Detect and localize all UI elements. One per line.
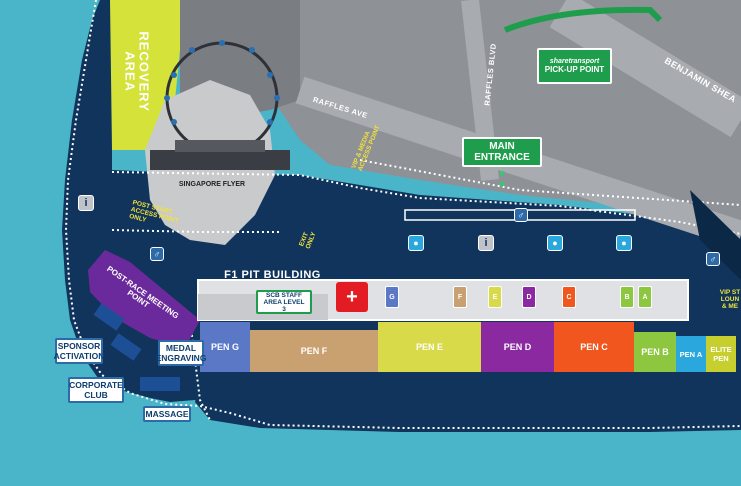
- singapore-flyer-label: SINGAPORE FLYER: [178, 181, 246, 188]
- vip-lounge-partial-label: VIP ST LOUN & ME: [719, 289, 741, 310]
- post-race-meeting-area: [88, 250, 200, 348]
- pickup-brand: sharetransport: [549, 58, 600, 65]
- water-icon[interactable]: ●: [616, 235, 632, 251]
- bag-gate-f[interactable]: F: [453, 286, 467, 308]
- bag-gate-b[interactable]: B: [620, 286, 634, 308]
- bag-gate-c[interactable]: C: [562, 286, 576, 308]
- toilet-icon[interactable]: ♂: [150, 247, 164, 261]
- pen-pen-a: PEN A: [676, 336, 706, 372]
- water-icon[interactable]: ●: [408, 235, 424, 251]
- scb-staff-area-sign: SCB STAFF AREA LEVEL 3: [256, 290, 312, 314]
- lower-course-strip: [195, 372, 741, 432]
- flyer-terminal: [150, 150, 290, 170]
- massage-sign[interactable]: MASSAGE: [143, 406, 191, 422]
- pen-pen-f: PEN F: [250, 330, 378, 372]
- main-entrance-sign: MAIN ENTRANCE: [462, 137, 542, 167]
- info-icon[interactable]: i: [478, 235, 494, 251]
- recovery-area-label: RECOVERY AREA: [123, 31, 152, 112]
- bag-gate-e[interactable]: E: [488, 286, 502, 308]
- pen-pen-b: PEN B: [634, 332, 676, 372]
- pen-elite-pen: ELITE PEN: [706, 336, 736, 372]
- medal-engraving-sign[interactable]: MEDAL ENGRAVING: [156, 340, 206, 366]
- water-icon[interactable]: ●: [547, 235, 563, 251]
- pen-pen-c: PEN C: [554, 322, 634, 372]
- sponsor-activation-sign[interactable]: SPONSOR ACTIVATION: [54, 338, 104, 364]
- boundary-dotted: [64, 0, 741, 429]
- bag-gate-a[interactable]: A: [638, 286, 652, 308]
- f1-pit-building-label: F1 PIT BUILDING: [224, 269, 321, 281]
- first-aid-icon: +: [336, 282, 368, 312]
- toilet-icon[interactable]: ♂: [514, 208, 528, 222]
- pen-pen-d: PEN D: [481, 322, 554, 372]
- pickup-point-label: PICK-UP POINT: [544, 65, 605, 74]
- pickup-route: [503, 6, 663, 33]
- bag-gate-g[interactable]: G: [385, 286, 399, 308]
- bag-gate-d[interactable]: D: [522, 286, 536, 308]
- entrance-chevron-icon: ▼▼: [497, 169, 507, 191]
- pen-pen-e: PEN E: [378, 322, 481, 372]
- corporate-club-sign[interactable]: CORPORATE CLUB: [68, 377, 124, 403]
- toilet-icon[interactable]: ♂: [706, 252, 720, 266]
- pickup-point-sign: sharetransport PICK-UP POINT: [537, 48, 612, 84]
- pen-pen-g: PEN G: [200, 322, 250, 372]
- info-icon[interactable]: i: [78, 195, 94, 211]
- benjamin-sheares-road: [549, 0, 741, 138]
